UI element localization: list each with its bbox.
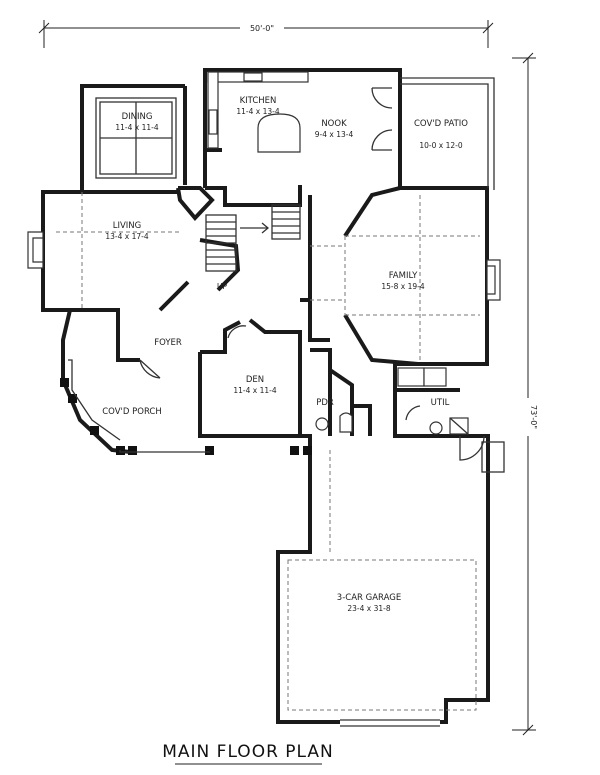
patio-size: 10-0 x 12-0 [419,141,462,150]
den-size: 11-4 x 11-4 [233,386,276,395]
stair-up-label: UP [217,282,227,291]
patio-label: COV'D PATIO [414,119,468,129]
depth-dimension-label: 73'-0" [529,405,538,429]
covered-patio-outline [400,77,495,190]
porch-label: COV'D PORCH [102,407,162,417]
kitchen-island [257,113,301,153]
doors [139,87,505,473]
powder-sink-icon [339,412,353,433]
width-dimension-label: 50'-0" [250,24,274,33]
nook-label: NOOK [321,119,347,129]
plan-title: MAIN FLOOR PLAN [162,742,334,762]
toilet-icon [315,417,329,431]
living-size: 13-4 x 17-4 [105,232,148,241]
stairs: UP [205,204,301,291]
kitchen-size: 11-4 x 13-4 [236,107,279,116]
laundry-sink-icon [429,421,443,435]
ceiling-lines [56,192,480,711]
family-size: 15-8 x 19-4 [381,282,424,291]
washer-icon [397,367,425,387]
garage-label: 3-CAR GARAGE [337,593,401,603]
sink-icon [243,72,263,82]
width-dimension: 50'-0" [38,20,494,48]
util-label: UTIL [431,398,450,408]
foyer-label: FOYER [154,338,182,348]
nook-door-icon [371,87,393,109]
family-label: FAMILY [389,271,418,281]
bath-fixtures [315,367,469,435]
interior-walls [70,86,460,436]
room-labels: DINING 11-4 x 11-4 KITCHEN 11-4 x 13-4 N… [102,96,468,613]
dining-window [95,97,177,179]
kitchen-fixtures [207,71,309,153]
depth-dimension: 73'-0" [512,52,538,736]
front-door-icon [139,359,161,379]
living-label: LIVING [113,221,142,231]
dining-label: DINING [122,112,153,122]
garage-door [340,719,440,727]
garage-size: 23-4 x 31-8 [347,604,390,613]
stove-icon [208,109,218,135]
den-label: DEN [246,375,264,385]
pdr-label: PDR [316,398,334,408]
porch-columns [60,359,312,455]
nook-size: 9-4 x 13-4 [315,130,354,139]
exterior-walls [41,68,490,724]
dining-size: 11-4 x 11-4 [115,123,158,132]
kitchen-label: KITCHEN [240,96,277,106]
fireplaces [27,231,501,301]
